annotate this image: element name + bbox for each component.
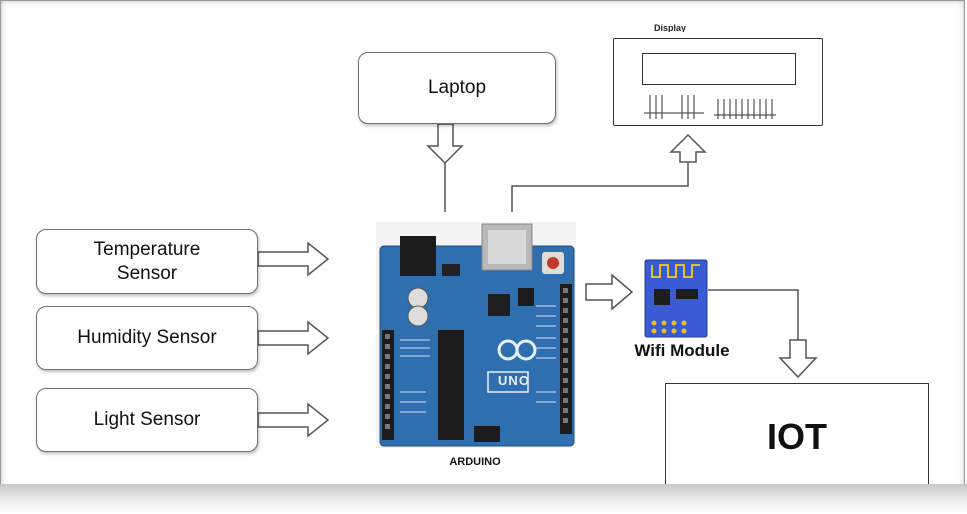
temperature-sensor-box: Temperature Sensor [36, 229, 258, 294]
humidity-sensor-box: Humidity Sensor [36, 306, 258, 370]
lcd-pins [644, 95, 776, 119]
arduino-board-text: UNO [498, 373, 530, 388]
humidity-sensor-label: Humidity Sensor [77, 327, 217, 349]
light-arrow [257, 402, 330, 438]
wifi-module-label: Wifi Module [634, 341, 730, 360]
iot-down-arrow [778, 339, 818, 379]
arduino-label: ARDUINO [449, 456, 501, 468]
iot-label: IOT [767, 416, 827, 457]
laptop-label: Laptop [427, 77, 487, 99]
iot-connector-line [708, 289, 799, 342]
laptop-down-arrow [426, 123, 464, 165]
iot-box: IOT [665, 383, 929, 484]
temperature-sensor-label: Temperature Sensor [93, 238, 201, 284]
laptop-box: Laptop [358, 52, 556, 124]
display-label: Display [653, 23, 686, 32]
lcd-screen [642, 53, 796, 85]
light-sensor-label: Light Sensor [93, 409, 201, 431]
display-up-arrow [669, 133, 707, 163]
display-connector-line [511, 160, 689, 212]
wifi-arrow [585, 273, 634, 311]
bottom-shadow [0, 484, 967, 514]
wifi-module-art [644, 259, 708, 338]
light-sensor-box: Light Sensor [36, 388, 258, 452]
arduino-board: UNO [376, 222, 576, 448]
wifi-module [644, 259, 708, 338]
arduino-board-art [379, 223, 575, 447]
temperature-arrow [257, 241, 330, 277]
lcd-display [613, 38, 823, 126]
humidity-arrow [257, 320, 330, 356]
